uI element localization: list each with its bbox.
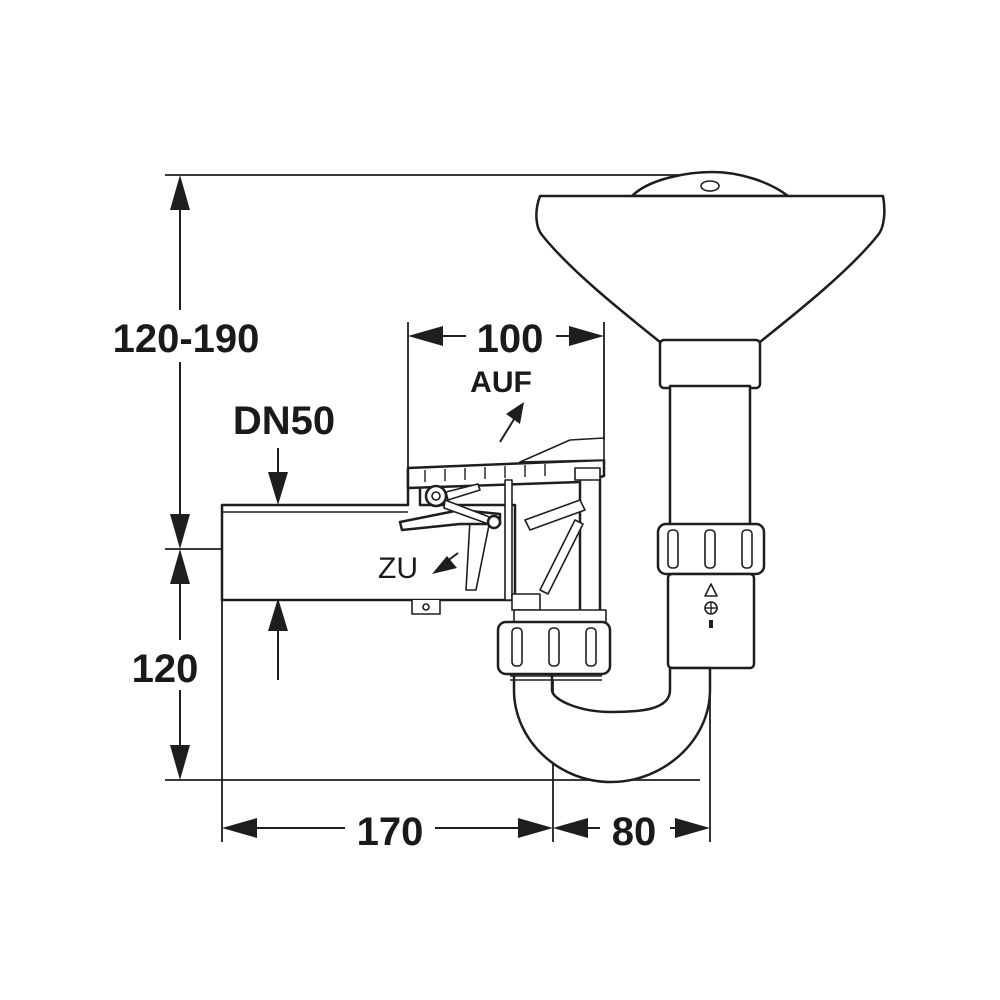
open-label: AUF xyxy=(470,366,532,399)
trap-offset-label: 80 xyxy=(612,810,657,854)
annotation-labels: DN50 AUF ZU xyxy=(233,366,532,585)
closed-label: ZU xyxy=(378,552,418,585)
pipe-size-label: DN50 xyxy=(233,399,335,443)
tail-pipe xyxy=(656,384,766,670)
close-arrow xyxy=(432,552,459,574)
outlet-slip-nut xyxy=(496,609,612,676)
outlet-height-label: 120 xyxy=(132,647,199,691)
horizontal-length-label: 170 xyxy=(357,810,424,854)
inlet-spacing-label: 100 xyxy=(477,317,544,361)
dimension-total-height xyxy=(170,175,190,549)
open-arrow xyxy=(499,402,524,443)
total-height-label: 120-190 xyxy=(113,317,260,361)
u-bend xyxy=(510,666,712,784)
dimension-texts: 120-190 120 100 170 80 xyxy=(95,310,670,854)
dimension-pipe-diameter xyxy=(268,448,288,680)
funnel-bowl xyxy=(535,170,886,390)
valve-housing xyxy=(398,437,606,630)
